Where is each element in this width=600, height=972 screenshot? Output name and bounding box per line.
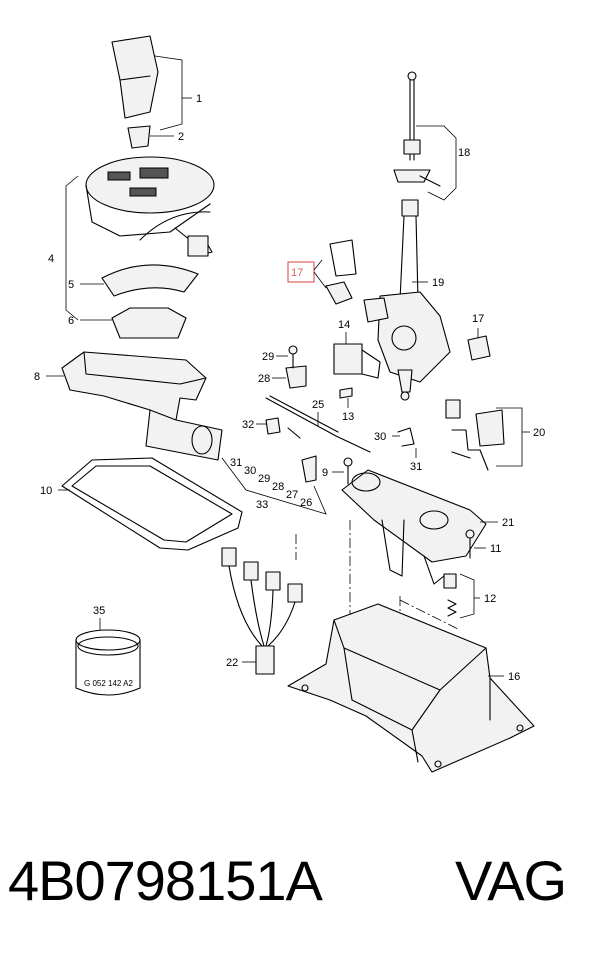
- ring-marking-label: G 052 142 A2: [84, 679, 133, 688]
- callout-20: 20: [533, 427, 545, 439]
- support-bracket-part: [61, 351, 223, 461]
- housing-screw-part: [465, 529, 475, 559]
- spring-part: [287, 427, 301, 439]
- callout-10: 10: [40, 485, 52, 497]
- callout-28b: 28: [272, 481, 284, 493]
- callout-35: 35: [93, 605, 105, 617]
- callout-31: 31: [230, 457, 242, 469]
- bushing-right-part: [467, 335, 491, 361]
- callout-2: 2: [178, 131, 184, 143]
- callout-14: 14: [338, 319, 350, 331]
- shift-lever-part: [363, 71, 451, 401]
- indicator-plate: [111, 307, 187, 339]
- callout-21: 21: [502, 517, 514, 529]
- spring-clip-part: [329, 239, 357, 277]
- callout-19: 19: [432, 277, 444, 289]
- clip-part: [265, 417, 281, 435]
- wiring-harness-part: [221, 547, 303, 675]
- callout-8: 8: [34, 371, 40, 383]
- callout-28: 28: [258, 373, 270, 385]
- callout-33: 33: [256, 499, 268, 511]
- callout-13: 13: [342, 411, 354, 423]
- part-number-label: 4B0798151A: [8, 849, 323, 912]
- callout-25: 25: [312, 399, 324, 411]
- callout-17-highlighted: 17: [291, 267, 303, 279]
- callout-22: 22: [226, 657, 238, 669]
- bushing-part: [325, 281, 353, 305]
- callout-17: 17: [472, 313, 484, 325]
- spring-plunger-part: [443, 573, 457, 617]
- callout-11: 11: [490, 543, 501, 555]
- callout-29b: 29: [258, 473, 270, 485]
- footer: 4B0798151A VAG: [0, 848, 600, 948]
- pin-part: [301, 455, 317, 483]
- callout-1: 1: [196, 93, 202, 105]
- selector-housing-part: [341, 469, 487, 585]
- gear-knob-part: [111, 35, 159, 149]
- callout-26: 26: [300, 497, 312, 509]
- brand-label: VAG: [455, 849, 567, 912]
- solenoid-part: [445, 399, 505, 471]
- shift-cover-plate: [85, 156, 215, 257]
- callout-9: 9: [322, 467, 328, 479]
- callout-30b: 30: [374, 431, 386, 443]
- callout-6: 6: [68, 315, 74, 327]
- callout-30: 30: [244, 465, 256, 477]
- callout-5: 5: [68, 279, 74, 291]
- shift-cable-part: [265, 397, 371, 453]
- seal-ring-part: [75, 629, 141, 696]
- callout-32: 32: [242, 419, 254, 431]
- actuator-part: [285, 343, 381, 399]
- callout-12: 12: [484, 593, 496, 605]
- callout-4: 4: [48, 253, 54, 265]
- callout-16: 16: [508, 671, 520, 683]
- cover-trim-part: [101, 264, 199, 297]
- callout-18: 18: [458, 147, 470, 159]
- callout-31b: 31: [410, 461, 422, 473]
- callout-29: 29: [262, 351, 274, 363]
- small-lever-part: [397, 427, 415, 447]
- exploded-parts-diagram: 1 2 4 5 6 8 10 G 052 142 A2 35: [34, 35, 545, 773]
- base-housing-part: [287, 603, 535, 773]
- gasket-frame-part: [61, 457, 243, 551]
- callout-27: 27: [286, 489, 298, 501]
- screw-part: [343, 457, 353, 485]
